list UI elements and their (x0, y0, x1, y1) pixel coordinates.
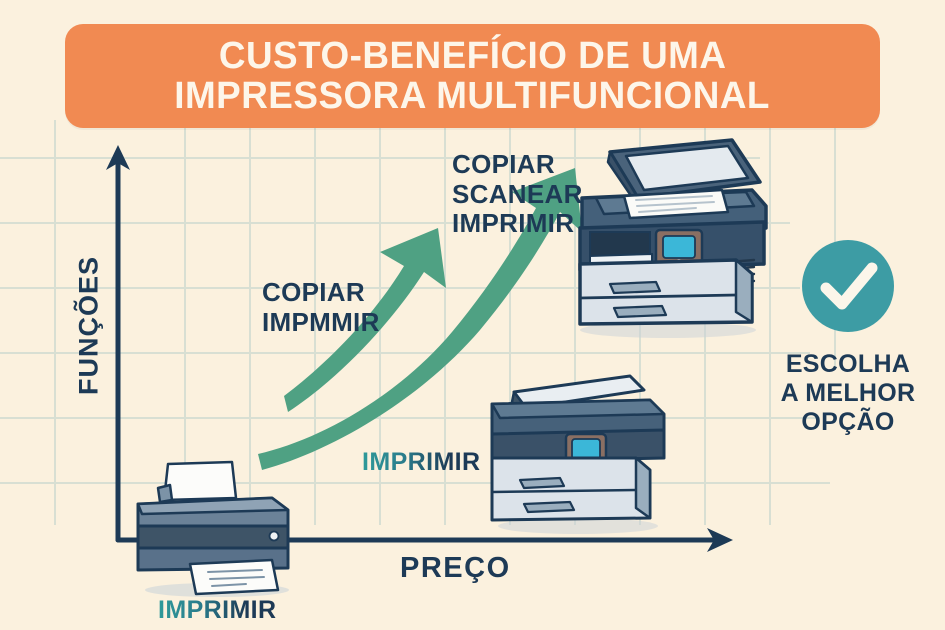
arrow-lower (284, 228, 446, 412)
best-option-callout: Escolha A Melhor Opção (762, 236, 934, 437)
printer-small-label: Imprimir (158, 596, 277, 624)
callout-high-line-2: Scanear (452, 178, 583, 209)
printer-large-illustration (578, 138, 768, 338)
printer-mid-illustration (490, 374, 666, 534)
title-line-2: Impressora Multifuncional (174, 75, 771, 117)
printer-power-led (268, 530, 280, 542)
callout-copiar-scanear-imprimir: Copiar Scanear Imprimir (452, 149, 583, 239)
check-icon-wrap (762, 236, 934, 336)
callout-low-line-2: Impmmir (262, 306, 380, 337)
printer-small-illustration (136, 460, 290, 597)
title-line-1: Custo-Benefício de uma (218, 34, 727, 77)
cta-text-block: Escolha A Melhor Opção (762, 350, 934, 437)
printer-lcd-screen (571, 438, 601, 460)
callout-high-line-1: Copiar (452, 149, 555, 179)
arrow-upper (258, 168, 582, 470)
x-axis-label: Preço (400, 552, 511, 584)
callout-copiar-imprimir: Copiar Impmmir (262, 277, 380, 337)
title-banner: Custo-Benefício de uma Impressora Multif… (65, 24, 880, 128)
cta-line-3: Opção (801, 408, 895, 436)
check-circle-icon (802, 240, 894, 332)
printer-mid-label: Imprimir (362, 448, 481, 476)
cta-line-2: A Melhor (780, 379, 916, 407)
cta-line-1: Escolha (785, 350, 911, 378)
callout-high-line-3: Imprimir (452, 208, 575, 239)
callout-low-line-1: Copiar (262, 277, 365, 307)
printer-lcd-screen (662, 235, 696, 259)
